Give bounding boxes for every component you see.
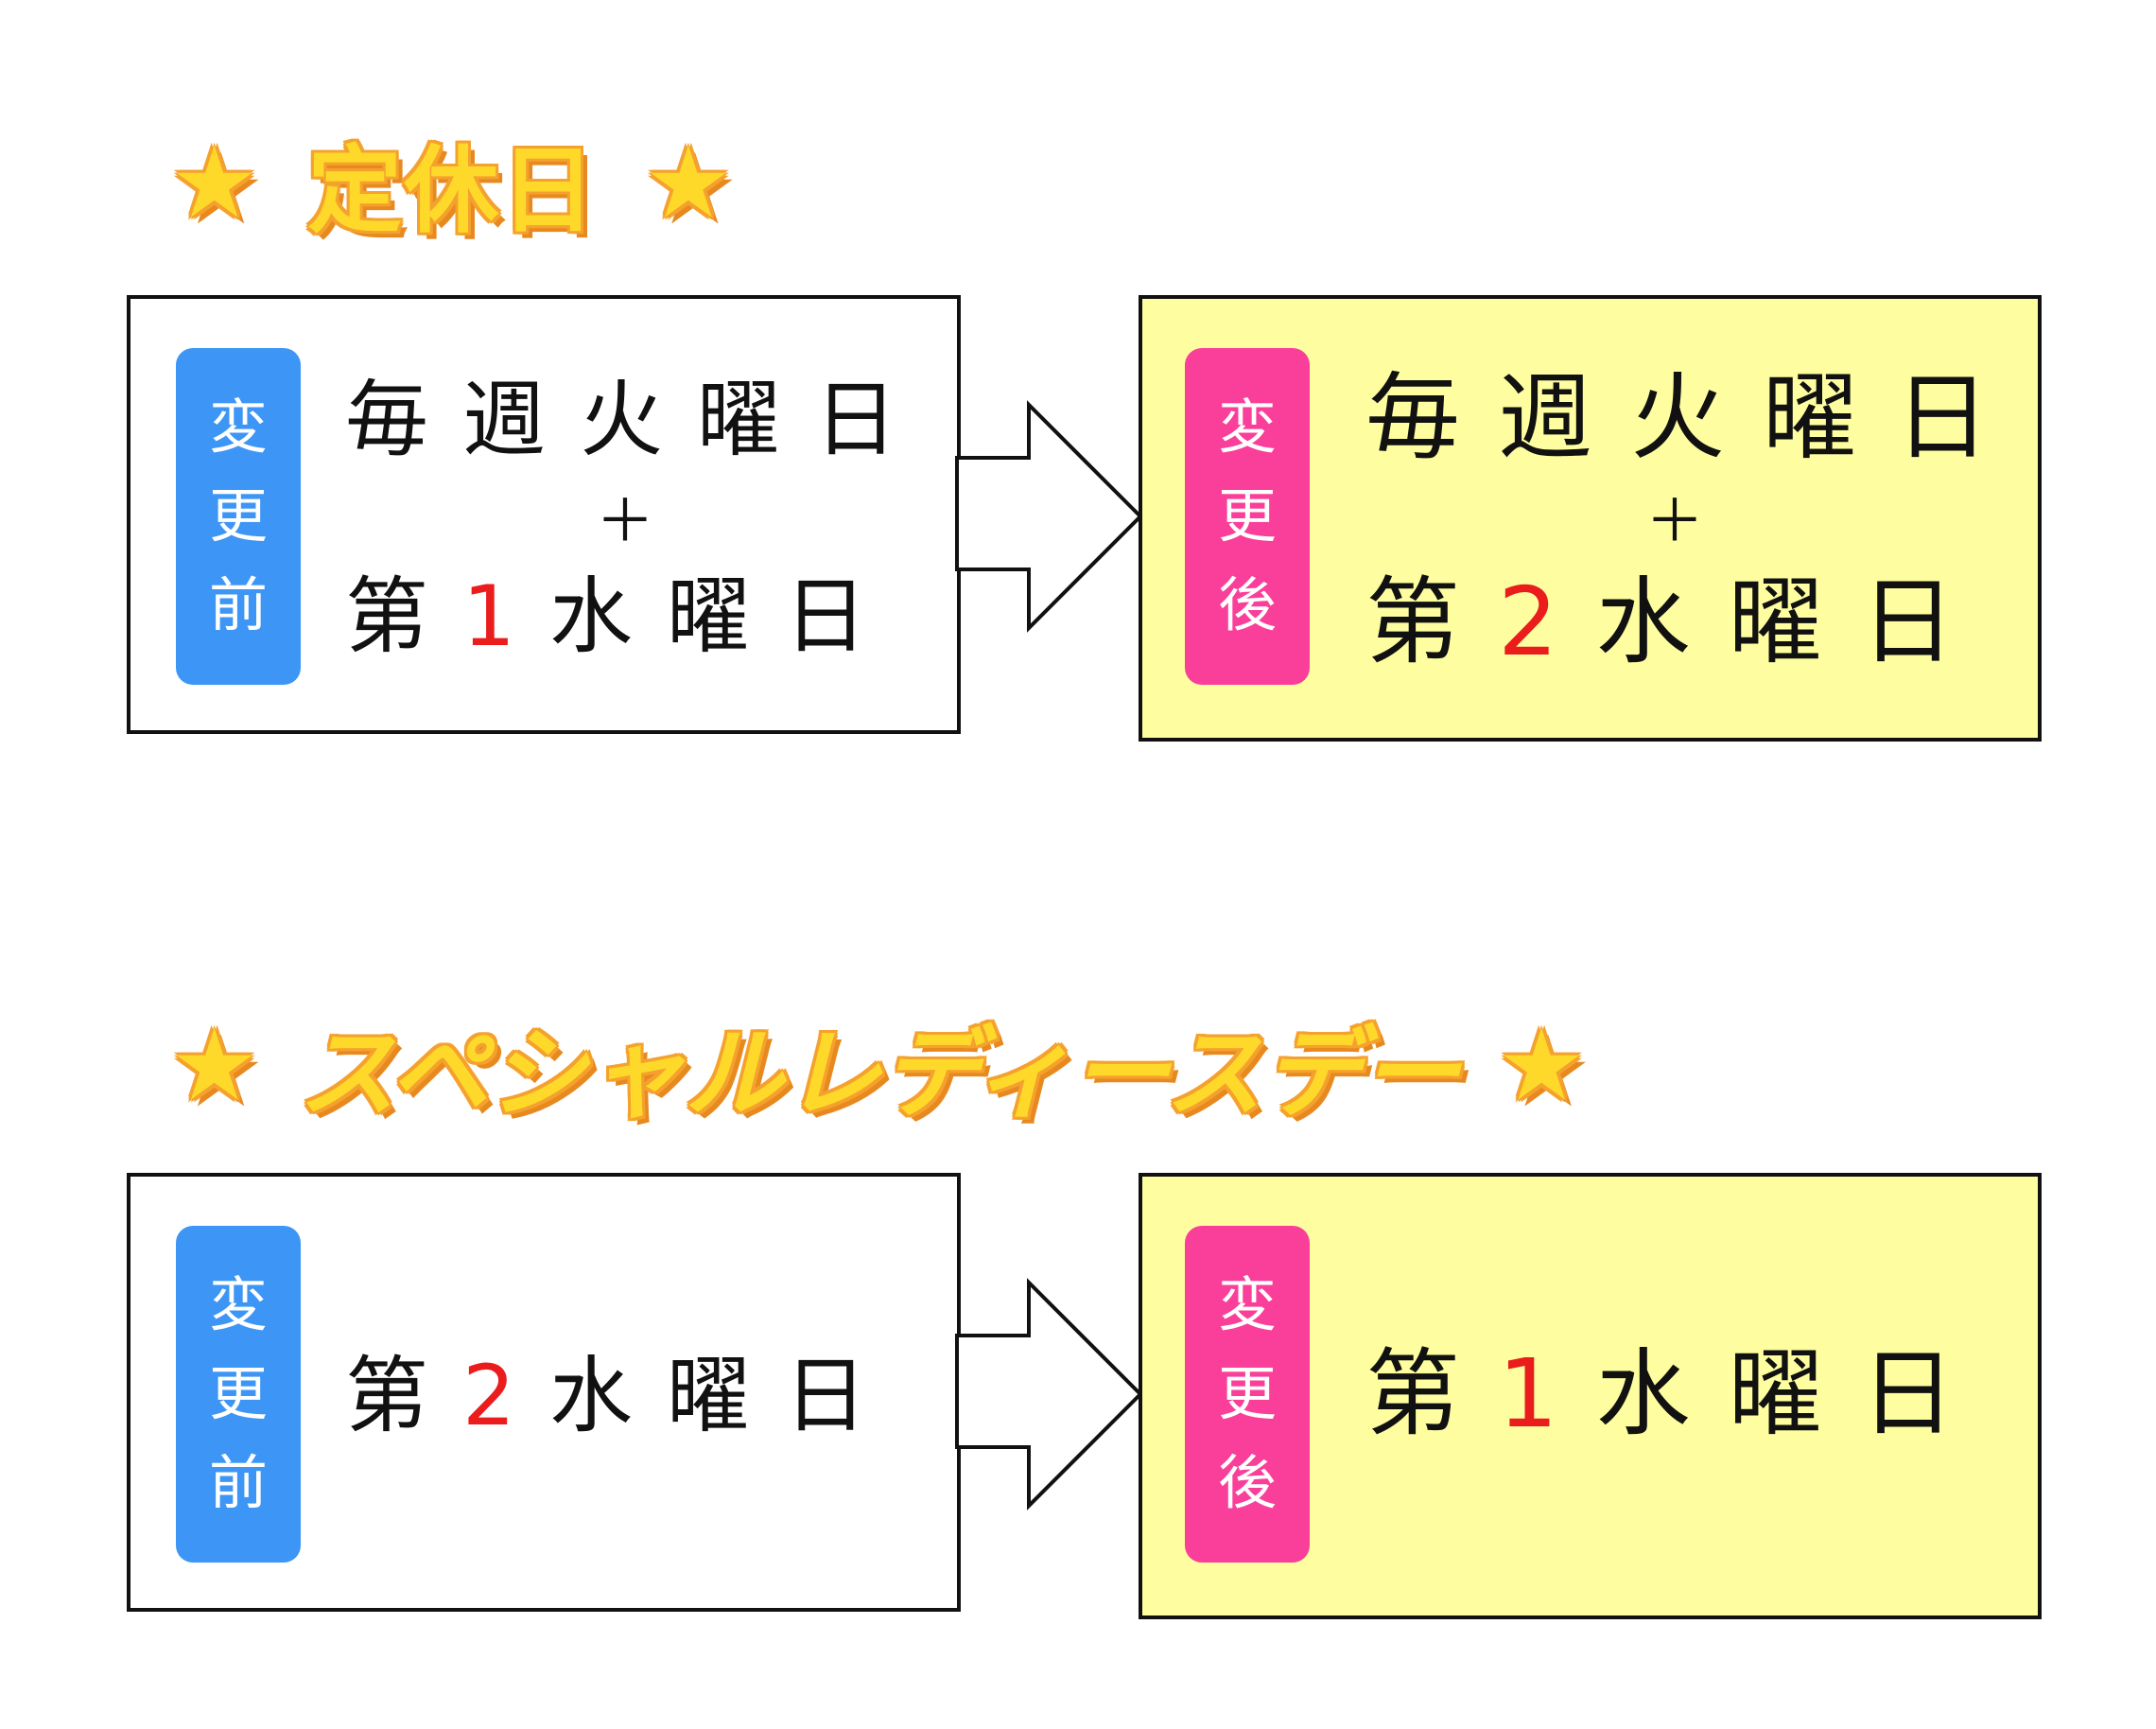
ordinal-prefix: 第	[345, 1347, 463, 1444]
plus-sign: ＋	[596, 486, 655, 555]
arrow-right-icon	[955, 1278, 1143, 1511]
week-number: 1	[1498, 1338, 1596, 1449]
badge-char: 更	[1217, 481, 1277, 550]
ordinal-prefix: 第	[1365, 567, 1498, 677]
plus-sign: ＋	[1645, 486, 1705, 555]
before-badge: 変 更 前	[176, 348, 301, 685]
after-line: 第1水曜日	[1365, 1347, 1993, 1441]
after-line-1: 毎週火曜日	[1365, 362, 2027, 473]
weekday-text: 水曜日	[549, 1347, 902, 1444]
badge-char: 後	[1217, 1448, 1277, 1517]
badge-char: 変	[1217, 393, 1277, 462]
week-number: 2	[462, 1347, 550, 1444]
after-line-2: 第2水曜日	[1365, 575, 1993, 670]
heading-special-ladies-day: ★ スペシャルレディースデー ★	[170, 993, 1588, 1136]
star-icon: ★	[170, 124, 261, 240]
arrow-right-icon	[955, 400, 1143, 633]
weekday-text: 水曜日	[1595, 567, 1993, 677]
before-line-1: 毎週火曜日	[345, 371, 932, 468]
after-badge: 変 更 後	[1185, 1226, 1310, 1563]
heading-teikyubi: ★ 定休日 ★	[170, 114, 734, 251]
week-number: 1	[462, 568, 550, 665]
ordinal-prefix: 第	[345, 568, 463, 665]
star-icon: ★	[1497, 1006, 1588, 1123]
week-number: 2	[1498, 567, 1596, 677]
badge-char: 更	[208, 1359, 268, 1428]
after-badge: 変 更 後	[1185, 348, 1310, 685]
badge-char: 変	[1217, 1270, 1277, 1339]
badge-char: 更	[1217, 1359, 1277, 1428]
badge-char: 前	[208, 1448, 268, 1517]
badge-char: 更	[208, 481, 268, 550]
section-title: 定休日	[307, 135, 598, 246]
weekday-text: 水曜日	[549, 568, 902, 665]
star-icon: ★	[170, 1006, 261, 1123]
badge-char: 変	[208, 393, 268, 462]
before-badge: 変 更 前	[176, 1226, 301, 1563]
section-title: スペシャルレディースデー	[298, 1016, 1460, 1131]
star-icon: ★	[644, 124, 735, 240]
badge-char: 後	[1217, 570, 1277, 639]
badge-char: 前	[208, 570, 268, 639]
badge-char: 変	[208, 1270, 268, 1339]
before-line-2: 第1水曜日	[345, 575, 901, 658]
ordinal-prefix: 第	[1365, 1338, 1498, 1449]
before-line: 第2水曜日	[345, 1354, 901, 1438]
weekday-text: 水曜日	[1595, 1338, 1993, 1449]
